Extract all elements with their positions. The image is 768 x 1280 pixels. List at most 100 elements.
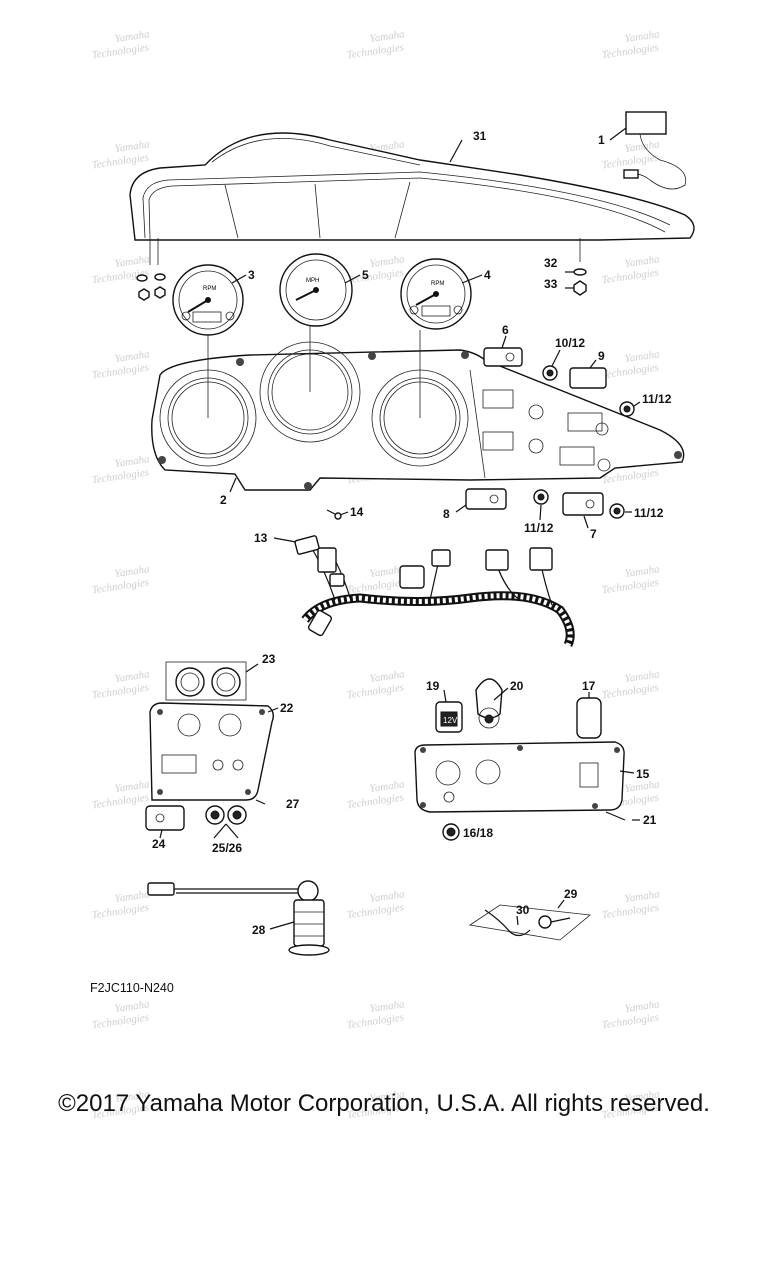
watermark-text: Technologies <box>346 792 405 812</box>
watermark-text: Yamaha <box>114 1088 151 1105</box>
tachometer-gauge: RPM <box>172 264 244 336</box>
instrument-panel <box>151 325 685 491</box>
dashboard-cover <box>129 132 695 265</box>
callout-22: 22 <box>280 701 294 715</box>
watermark-text: Technologies <box>601 1012 660 1032</box>
callout-11-12-c: 11/12 <box>634 506 664 520</box>
switch-part <box>465 488 507 510</box>
watermark-text: Technologies <box>601 902 660 922</box>
watermark-text: Technologies <box>91 467 150 487</box>
watermark-text: Technologies <box>91 682 150 702</box>
rpm-label: RPM <box>203 286 216 292</box>
watermark-text: Technologies <box>601 682 660 702</box>
left-switch-panel <box>149 702 275 801</box>
callout-16-18: 16/18 <box>463 826 493 840</box>
watermark-text: Yamaha <box>369 888 406 905</box>
watermark-text: Technologies <box>346 42 405 62</box>
callout-20: 20 <box>510 679 524 693</box>
usb-mark: 12V <box>443 716 458 725</box>
callout-3: 3 <box>248 268 255 282</box>
callout-13: 13 <box>254 531 268 545</box>
watermark-text: Yamaha <box>624 998 661 1015</box>
watermark-text: Yamaha <box>369 28 406 45</box>
washer-part <box>573 268 587 276</box>
watermark-text: Yamaha <box>114 563 151 580</box>
callout-21: 21 <box>643 813 657 827</box>
watermark-text: Yamaha <box>114 253 151 270</box>
watermark-text: Technologies <box>91 362 150 382</box>
copyright-notice: ©2017 Yamaha Motor Corporation, U.S.A. A… <box>58 1090 710 1117</box>
knob-pair <box>165 661 247 701</box>
watermark-text: Technologies <box>601 362 660 382</box>
wire-harness <box>294 535 575 647</box>
watermark-text: Technologies <box>601 577 660 597</box>
callout-28: 28 <box>252 923 266 937</box>
nut-part <box>154 286 166 299</box>
callout-31: 31 <box>473 129 487 143</box>
callout-labels: 1 2 3 4 5 6 7 8 9 10/12 11/12 11/12 11/1… <box>152 129 672 937</box>
callout-19: 19 <box>426 679 440 693</box>
watermark-text: Yamaha <box>624 138 661 155</box>
watermark-text: Yamaha <box>624 668 661 685</box>
watermark-text: Yamaha <box>369 668 406 685</box>
power-socket-part: 12V <box>435 701 463 733</box>
callout-1: 1 <box>598 133 605 147</box>
nut-part <box>573 280 587 296</box>
leader-lines <box>159 127 641 930</box>
switch-part <box>483 347 523 367</box>
watermark-text: Technologies <box>346 902 405 922</box>
callout-29: 29 <box>564 887 578 901</box>
switch-part <box>569 367 607 389</box>
watermark-text: Technologies <box>91 152 150 172</box>
watermark-text: Technologies <box>601 42 660 62</box>
watermark-text: Technologies <box>91 792 150 812</box>
watermark-text: Technologies <box>346 267 405 287</box>
callout-24: 24 <box>152 837 166 851</box>
callout-14: 14 <box>350 505 364 519</box>
watermark-text: Yamaha <box>624 348 661 365</box>
callout-15: 15 <box>636 767 650 781</box>
watermark-text: Yamaha <box>369 1088 406 1105</box>
callout-11-12-a: 11/12 <box>642 392 672 406</box>
callout-30: 30 <box>516 903 530 917</box>
callout-9: 9 <box>598 349 605 363</box>
callout-8: 8 <box>443 507 450 521</box>
watermark-text: Technologies <box>91 42 150 62</box>
tachometer-gauge-right: RPM <box>400 258 472 330</box>
callout-11-12-b: 11/12 <box>524 521 554 535</box>
callout-6: 6 <box>502 323 509 337</box>
callout-27: 27 <box>286 797 300 811</box>
watermark-text: Technologies <box>91 1012 150 1032</box>
callout-10-12: 10/12 <box>555 336 585 350</box>
usb-socket-part <box>475 678 503 729</box>
diagram-code: F2JC110-N240 <box>90 981 174 995</box>
watermark-text: Technologies <box>91 902 150 922</box>
callout-23: 23 <box>262 652 276 666</box>
watermark-text: Yamaha <box>369 563 406 580</box>
watermark-text: Yamaha <box>114 138 151 155</box>
relay-part <box>623 111 687 190</box>
callout-2: 2 <box>220 493 227 507</box>
washer-part <box>154 273 166 281</box>
sensor-cable-part <box>147 880 330 956</box>
wiring-kit-part <box>468 904 591 941</box>
watermark-text: Yamaha <box>369 253 406 270</box>
speedometer-gauge: MPH <box>279 253 353 327</box>
rpm-label-right: RPM <box>431 281 444 287</box>
watermark-text: Yamaha <box>114 888 151 905</box>
callout-25-26: 25/26 <box>212 841 242 855</box>
watermark-text: Yamaha <box>624 28 661 45</box>
washer-part <box>136 274 148 282</box>
watermark-text: Yamaha <box>624 778 661 795</box>
mph-label: MPH <box>306 278 319 284</box>
watermark-text: Technologies <box>346 1012 405 1032</box>
watermark-text: Technologies <box>91 577 150 597</box>
watermark-text: Yamaha <box>624 888 661 905</box>
watermark-text: Yamaha <box>114 668 151 685</box>
watermark-text: Technologies <box>601 152 660 172</box>
watermark-text: Yamaha <box>624 563 661 580</box>
watermark-text: Technologies <box>346 682 405 702</box>
watermark-text: Yamaha <box>624 1088 661 1105</box>
callout-5: 5 <box>362 268 369 282</box>
